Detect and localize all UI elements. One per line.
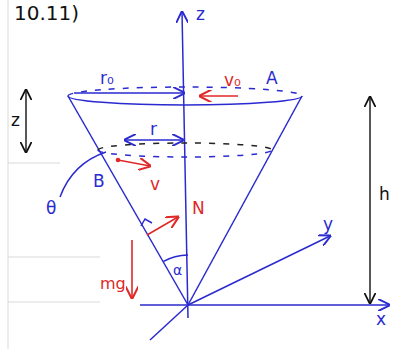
dimension-label: h (379, 186, 390, 203)
cone (60, 87, 302, 305)
axis-label: z (196, 6, 205, 23)
velocity-label: v (150, 176, 160, 193)
dimension-label: z (11, 112, 20, 129)
force-label: N (192, 200, 205, 217)
angle-label: α (173, 263, 182, 277)
velocity-label: v₀ (224, 72, 241, 89)
paper-lines (8, 0, 100, 349)
axes (140, 12, 389, 340)
radius-label: r₀ (100, 70, 114, 87)
axis-label: x (376, 311, 386, 328)
axis-label: y (323, 216, 333, 233)
radius-label: r (150, 121, 157, 138)
vectors (117, 96, 239, 298)
angle-label: θ (46, 200, 56, 217)
point-label: B (93, 173, 105, 190)
force-label: mg (100, 276, 126, 292)
problem-number: 10.11) (14, 3, 79, 23)
point-label: A (266, 70, 278, 87)
dimensions (26, 90, 370, 303)
